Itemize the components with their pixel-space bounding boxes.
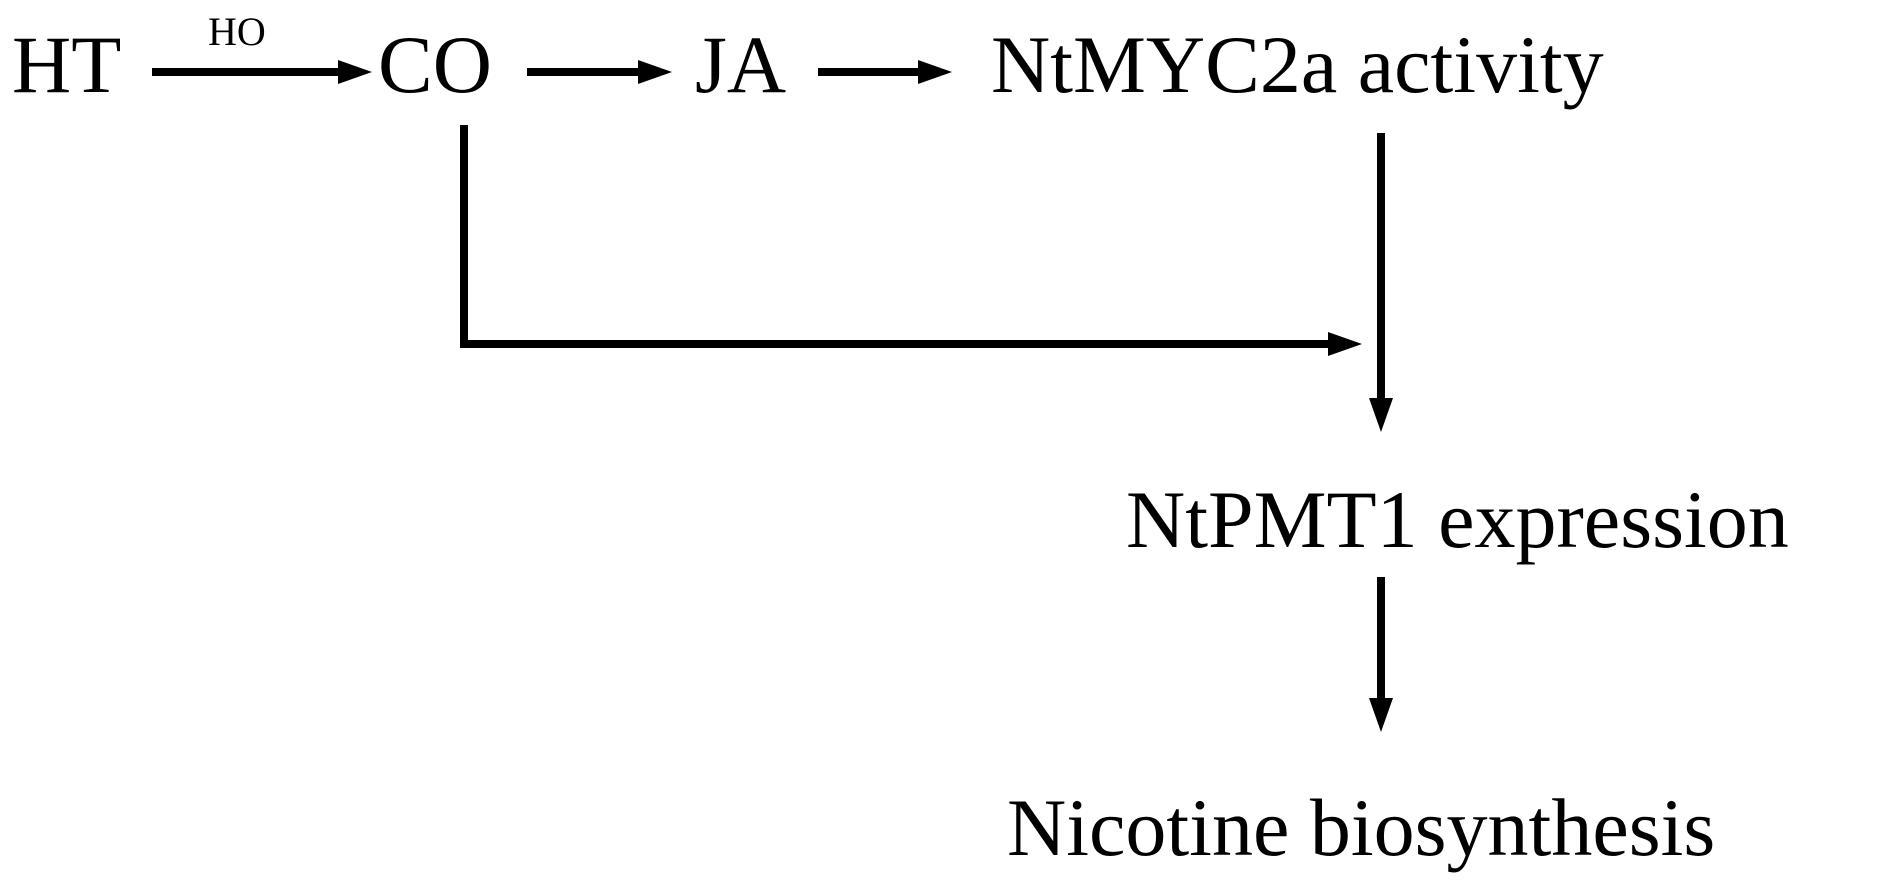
node-nicotine: Nicotine biosynthesis [1007,782,1715,873]
node-ntmyc2a: NtMYC2a activity [991,19,1604,110]
edge-ntmyc2a-to-ntpmt1 [1369,133,1393,432]
node-ja: JA [695,19,786,110]
edge-co-to-ntpmt1 [460,125,1362,356]
edge-co-to-ja [527,60,672,84]
node-ht: HT [12,19,121,110]
edge-ntpmt1-to-nicotine [1369,577,1393,732]
node-ntpmt1: NtPMT1 expression [1126,474,1789,565]
node-co: CO [378,19,492,110]
edge-ja-to-ntmyc2a [818,60,952,84]
edge-label-ho: HO [208,9,266,54]
edge-ht-to-co [152,60,372,84]
